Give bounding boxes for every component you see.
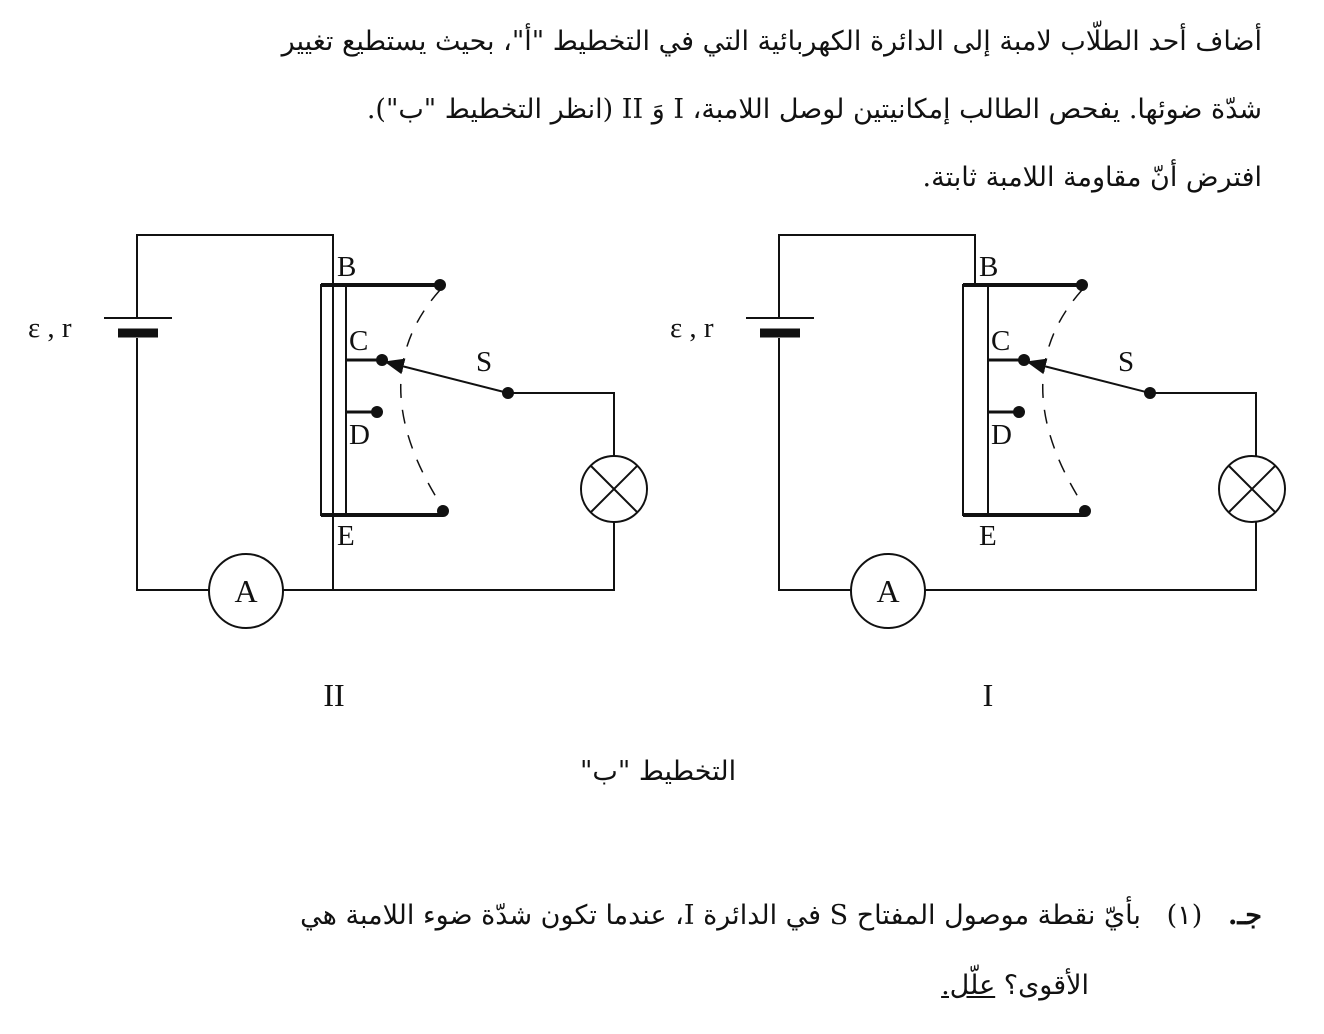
switch-s [384, 358, 509, 394]
point-c: C [349, 325, 368, 357]
point-d: D [991, 419, 1012, 451]
circuit-ii [104, 234, 648, 629]
switch-label: S [476, 346, 492, 378]
point-e: E [337, 520, 355, 552]
intro-line-3: افترض أنّ مقاومة اللامبة ثابتة. [922, 162, 1262, 193]
ammeter-label: A [234, 573, 257, 609]
circuit-label: II [323, 677, 344, 713]
circuit-i [746, 234, 1286, 629]
battery-label: ε , r [28, 312, 72, 344]
intro-line-1: أضاف أحد الطلّاب لامبة إلى الدائرة الكهر… [281, 26, 1262, 57]
point-c: C [991, 325, 1010, 357]
question-text: بأيّ نقطة موصول المفتاح S في الدائرة I، … [300, 900, 1141, 931]
point-b: B [979, 251, 998, 283]
switch-label: S [1118, 346, 1134, 378]
point-b: B [337, 251, 356, 283]
question-letter: جـ. [1227, 900, 1262, 931]
circuit-label: I [983, 677, 994, 713]
question-line-1: جـ. (١) بأيّ نقطة موصول المفتاح S في الد… [300, 900, 1262, 931]
ammeter [208, 553, 284, 629]
point-d: D [349, 419, 370, 451]
question-number: (١) [1166, 900, 1203, 931]
question-line-2: الأقوى؟ علّل. [941, 970, 1089, 1001]
intro-line-2: شدّة ضوئها. يفحص الطالب إمكانيتين لوصل ا… [366, 94, 1262, 125]
question-instruction: علّل. [941, 970, 996, 1001]
question-text-2: الأقوى؟ [1003, 970, 1089, 1001]
ammeter-label: A [876, 573, 899, 609]
diagram-caption: التخطيط "ب" [580, 756, 737, 787]
battery-label: ε , r [670, 312, 714, 344]
point-e: E [979, 520, 997, 552]
